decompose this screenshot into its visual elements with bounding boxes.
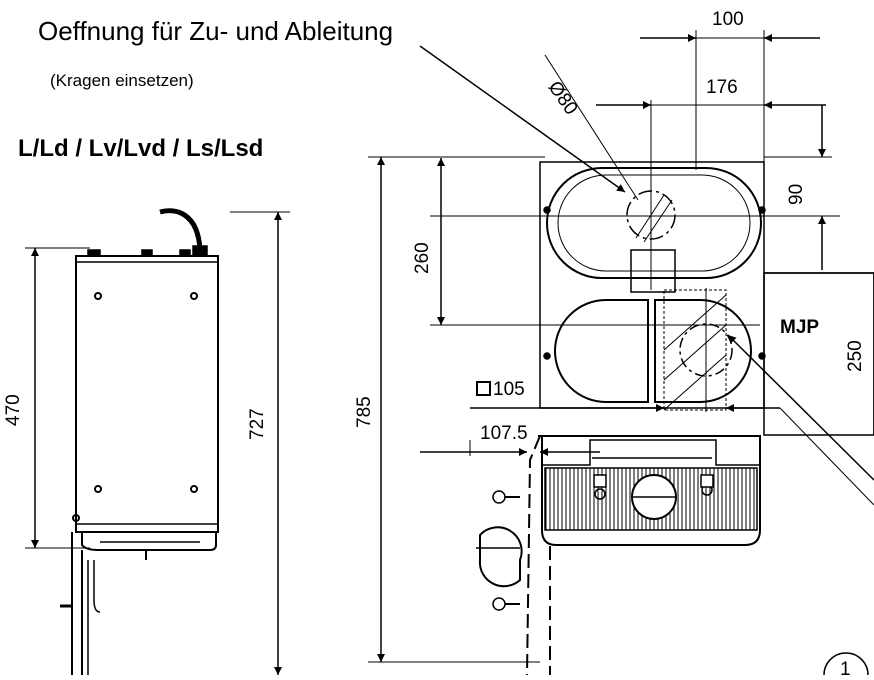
drawing-title: Oeffnung für Zu- und Ableitung	[38, 16, 394, 46]
front-view	[368, 30, 874, 675]
dim-105-label: 105	[476, 380, 525, 399]
drawing-note: (Kragen einsetzen)	[50, 71, 194, 90]
dim-90-label: 90	[786, 183, 807, 205]
dim-727-label: 727	[247, 408, 268, 440]
square-symbol-icon	[476, 381, 491, 396]
mjp-label: MJP	[780, 317, 820, 338]
model-designation: L/Ld / Lv/Lvd / Ls/Lsd	[18, 135, 264, 162]
dim-105-value: 105	[493, 379, 525, 400]
callout-number: 1	[840, 659, 851, 680]
dim-176-label: 176	[706, 77, 738, 98]
dim-785-label: 785	[354, 396, 375, 428]
dim-470-label: 470	[3, 394, 24, 426]
dim-107-5-label: 107.5	[480, 423, 528, 444]
dim-100-label: 100	[712, 9, 744, 30]
dim-260-label: 260	[412, 242, 433, 274]
dim-250-label: 250	[845, 340, 866, 372]
side-view	[25, 208, 290, 675]
